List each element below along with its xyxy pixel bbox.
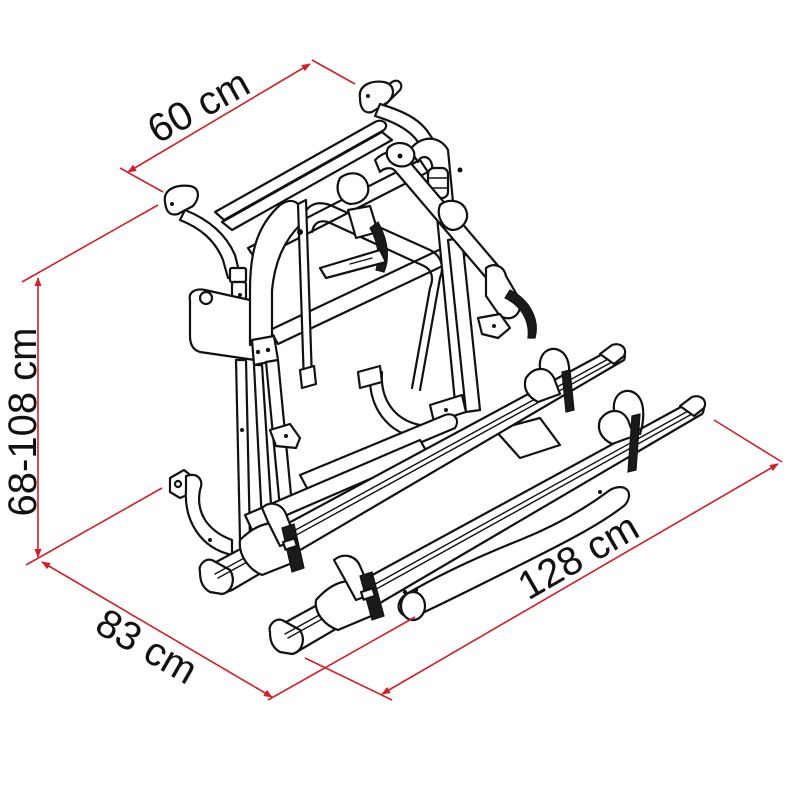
right-upright: [408, 137, 482, 414]
lower-left-mount: [168, 468, 234, 557]
dimension-label-83cm: 83 cm: [88, 600, 204, 693]
wheel-holder-rear-2: [597, 389, 645, 473]
lower-cross-tube: [298, 413, 459, 492]
bolt: [238, 293, 242, 297]
centre-hanging-strap: [296, 198, 318, 390]
rail-bracket: [428, 393, 468, 424]
bike-clamp-left: [318, 172, 388, 280]
carrier-drawing: [163, 79, 707, 656]
dimension-68-108cm: 68-108 cm: [1, 204, 163, 566]
bolt: [240, 428, 244, 432]
dimension-label-68-108cm: 68-108 cm: [1, 328, 45, 517]
wheel-holder-rear-1: [523, 347, 575, 413]
bike-holder-arm: [373, 142, 537, 339]
rail-cross-bar: [493, 416, 562, 460]
frame-hooks: [268, 312, 512, 450]
bolt: [457, 167, 463, 173]
wheel-holder-front-2: [314, 554, 385, 632]
dimension-label-60cm: 60 cm: [140, 61, 257, 152]
left-upright: [234, 199, 302, 542]
